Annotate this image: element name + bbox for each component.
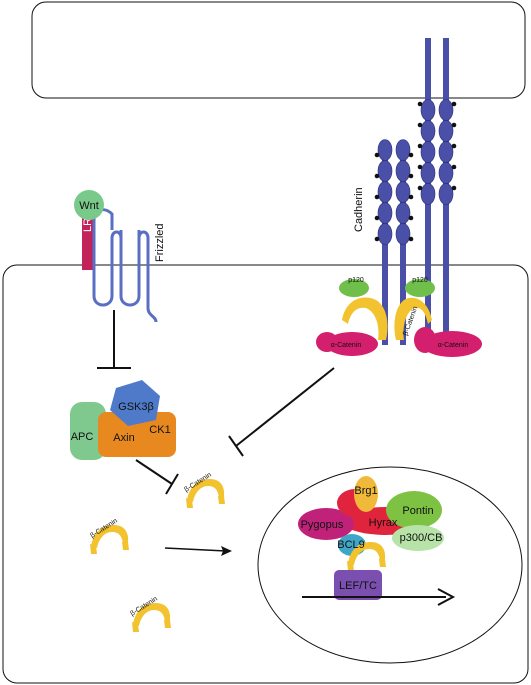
calcium-ion (374, 236, 380, 242)
cadherin-domain (420, 141, 436, 163)
calcium-ion (408, 236, 414, 242)
alpha-catenin-label-left: α-Catenin (331, 342, 362, 349)
wnt-ligand (74, 190, 104, 220)
adjacent-cell-membrane (31, 1, 526, 99)
calcium-ion (374, 215, 380, 221)
calcium-ion (451, 122, 457, 128)
ck1-label: CK1 (149, 424, 170, 436)
cadherin-domain (377, 202, 393, 224)
axin-protein (98, 412, 176, 457)
alpha-catenin-right (422, 331, 482, 357)
pygopus-label: Pygopus (301, 519, 344, 531)
p300-label: p300/CB (400, 532, 443, 544)
cadherin-domain (438, 99, 454, 121)
p120-label-right: p120 (412, 277, 428, 284)
wnt-label: Wnt (79, 200, 99, 212)
calcium-ion (417, 185, 423, 191)
nucleus (257, 466, 523, 664)
brg1-protein (354, 476, 378, 512)
cadherin-inhibition-arrow (235, 367, 335, 447)
cadherin-domain (420, 183, 436, 205)
cadherin-domain (420, 162, 436, 184)
frizzled-receptor (92, 220, 158, 323)
cadherin-domain (395, 160, 411, 182)
cadherin-domain (438, 120, 454, 142)
calcium-ion (408, 152, 414, 158)
calcium-ion (417, 122, 423, 128)
calcium-ion (374, 194, 380, 200)
calcium-ion (451, 185, 457, 191)
cell-membrane (2, 264, 529, 684)
lef-tcf-protein (334, 570, 382, 600)
p120-protein-right (405, 279, 435, 297)
calcium-ion (374, 152, 380, 158)
pygopus-protein (298, 508, 354, 540)
alpha-catenin-label-right: α-Catenin (438, 342, 469, 349)
calcium-ion (417, 143, 423, 149)
gsk3b-protein (110, 380, 160, 426)
calcium-ion (408, 173, 414, 179)
calcium-ion (408, 215, 414, 221)
beta-catenin-junction-left (342, 297, 388, 340)
cadherin-domain (420, 99, 436, 121)
alpha-catenin-left (326, 332, 378, 356)
axin-label: Axin (113, 432, 134, 444)
calcium-ion (451, 143, 457, 149)
cadherin-domain (395, 139, 411, 161)
lef-tcf-label: LEF/TC (339, 580, 377, 592)
hyrax-label: Hyrax (369, 517, 398, 529)
brg1-label: Brg1 (354, 485, 377, 497)
cadherin-domain (438, 141, 454, 163)
cadherin-domain (377, 160, 393, 182)
apc-protein (70, 402, 106, 460)
cadherin-domain (377, 139, 393, 161)
calcium-ion (408, 194, 414, 200)
cadherin-domain (395, 181, 411, 203)
p300-protein (392, 525, 444, 551)
translocation-arrow (164, 547, 227, 552)
pontin-protein (386, 491, 442, 529)
calcium-ion (451, 101, 457, 107)
complex-inhibition-arrow (135, 459, 173, 485)
frizzled-label: Frizzled (154, 223, 166, 262)
p120-label-left: p120 (348, 277, 364, 284)
apc-label: APC (71, 431, 94, 443)
cadherin-domain (377, 223, 393, 245)
bcl9-label: BCL9 (337, 539, 365, 551)
gsk3b-label: GSK3β (118, 401, 154, 413)
calcium-ion (417, 164, 423, 170)
cadherin-domain (438, 162, 454, 184)
cadherin-domain (438, 183, 454, 205)
calcium-ion (374, 173, 380, 179)
cadherin-domain (395, 202, 411, 224)
calcium-ion (451, 164, 457, 170)
calcium-ion (417, 101, 423, 107)
beta-catenin-junction-right (394, 297, 432, 340)
cadherin-label: Cadherin (353, 187, 365, 232)
p120-protein-left (339, 279, 369, 297)
cadherin-dimers (374, 38, 457, 345)
cadherin-domain (395, 223, 411, 245)
pontin-label: Pontin (402, 505, 433, 517)
cadherin-domain (420, 120, 436, 142)
cadherin-domain (377, 181, 393, 203)
